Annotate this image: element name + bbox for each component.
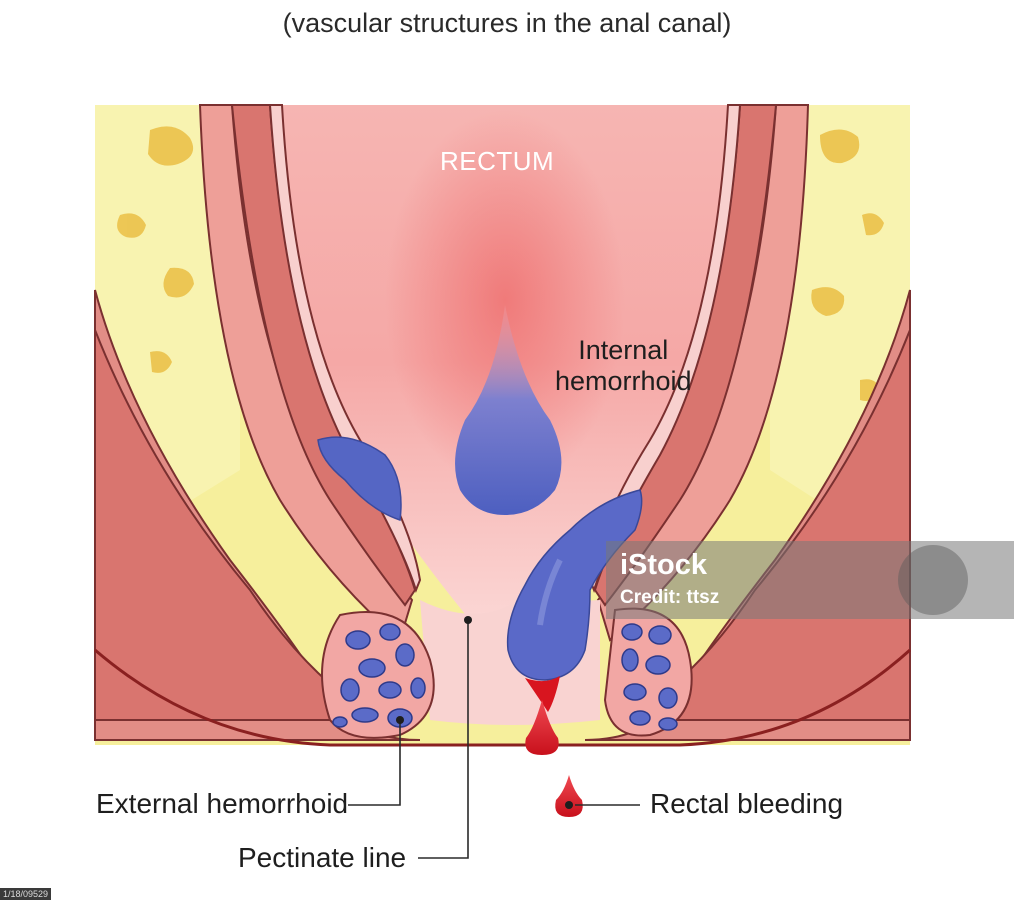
watermark-badge-icon bbox=[898, 545, 968, 615]
blood-drops bbox=[525, 676, 583, 817]
image-id-tag: 1/18/09529 bbox=[0, 888, 52, 900]
internal-hemorrhoid-label-line2: hemorrhoid bbox=[555, 366, 692, 396]
pectinate-line-marker bbox=[464, 616, 472, 624]
internal-hemorrhoid-label: Internal hemorrhoid bbox=[555, 335, 692, 397]
watermark-credit: Credit: ttsz bbox=[620, 587, 720, 608]
external-hemorrhoid-label: External hemorrhoid bbox=[96, 788, 349, 819]
external-hemorrhoid-marker bbox=[396, 716, 404, 724]
internal-hemorrhoid-label-line1: Internal bbox=[578, 335, 669, 365]
left-internal-bulge bbox=[317, 436, 402, 522]
diagram-subtitle: (vascular structures in the anal canal) bbox=[282, 8, 732, 38]
leader-lines bbox=[348, 620, 640, 859]
right-venous-plexus bbox=[603, 607, 693, 737]
rectal-bleeding-label: Rectal bleeding bbox=[650, 788, 844, 819]
pectinate-line-label: Pectinate line bbox=[238, 842, 407, 873]
internal-hemorrhoid-drop bbox=[455, 305, 562, 515]
stock-watermark: iStock Credit: ttsz bbox=[606, 541, 1014, 619]
watermark-logo: iStock bbox=[620, 549, 708, 581]
rectum-label: RECTUM bbox=[440, 146, 555, 176]
